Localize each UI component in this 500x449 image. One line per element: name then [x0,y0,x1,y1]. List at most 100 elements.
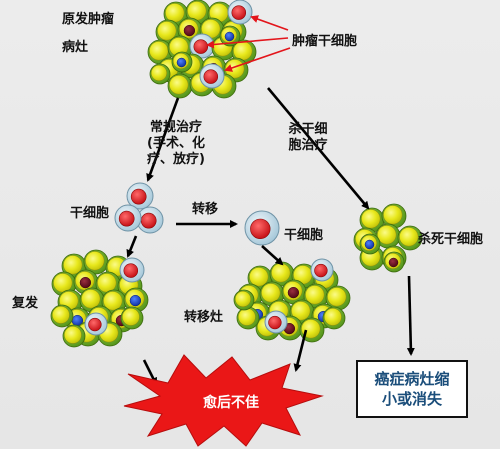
stem-cell-therapy-label: 杀干细 胞治疗 [280,122,336,154]
tumor-cell [236,306,260,330]
pointer-arrow-1 [250,15,289,31]
primary-tumor-label-line1: 原发肿瘤 [62,12,115,27]
stem-cell [114,204,142,232]
cell-cytoplasm [169,75,189,95]
conventional-therapy-line3: 疗、放疗) [147,152,205,167]
tumor-cell [219,25,241,47]
stem-cell-therapy-line1: 杀干细 [288,122,328,137]
cell-cytoplasm [271,263,291,283]
tumor-cell [359,233,381,255]
primary-tumor-cluster [147,0,257,99]
tumor-cell [281,279,307,305]
conventional-therapy-label: 常规治疗 (手术、化 疗、放疗) [128,120,224,168]
stem-cell-nucleus [140,212,157,229]
arrow-to-outcome [406,275,415,356]
metastatic-lesion-label: 转移灶 [184,310,224,325]
blue-nucleus [224,31,235,42]
tumor-cell [397,225,423,251]
cell-cytoplasm [261,283,281,303]
cell-cytoplasm [165,3,185,23]
kill-stem-cell-label: 杀死干细胞 [418,232,484,247]
blue-nucleus [129,294,142,307]
cell-cytoplasm [81,289,101,309]
stem-cell-nucleus [250,218,271,240]
blue-nucleus [176,57,187,68]
cell-cytoplasm [157,21,177,41]
cell-cytoplasm [324,308,342,326]
tumor-cell [171,51,193,73]
cell-cytoplasm [383,205,403,225]
pointer-arrow-3 [224,47,291,72]
tumor-cell [120,306,144,330]
cell-cytoplasm [63,255,83,275]
stem-cell [84,312,108,336]
cell-cytoplasm [187,1,207,21]
stem-cell-left-label: 干细胞 [70,206,110,221]
tumor-stem-cell-label: 肿瘤干细胞 [292,34,358,49]
flow-arrows [126,87,415,386]
stem-cell-nucleus [231,5,247,20]
cell-cytoplasm [122,308,140,326]
cell-cytoplasm [150,64,168,82]
stem-cell-pointer-arrows [206,15,291,72]
stem-cell [244,210,280,246]
stem-cell-nucleus [130,188,147,205]
brown-nucleus [388,257,399,268]
primary-tumor-label: 原发肿瘤 [62,12,114,28]
blue-nucleus [364,239,375,250]
cell-cytoplasm [97,273,117,293]
primary-tumor-label-2: 病灶 [62,40,88,56]
poor-prognosis-label: 愈后不佳 [203,395,259,411]
relapse-label: 复发 [12,296,39,311]
tumor-cell [62,324,86,348]
pointer-arrow-2 [206,37,289,49]
arrow-to-stemcell-therapy [267,87,370,210]
cell-cytoplasm [149,41,169,61]
tumor-cell [50,304,74,328]
cell-cytoplasm [327,287,347,307]
tumor-cell [359,207,385,233]
conventional-therapy-line2: (手术、化 [147,136,205,151]
tumor-cell [381,203,407,229]
tumor-cell [322,306,346,330]
killed-stem-cell-cluster [353,203,423,273]
stem-cells-group [114,182,280,246]
conventional-therapy-line1: 常规治疗 [149,120,202,135]
stem-cell-nucleus [203,69,219,84]
stem-cell-nucleus [123,263,139,278]
tumor-cell [149,63,171,85]
tumor-cell [233,289,255,311]
primary-tumor-label-line2: 病灶 [62,40,89,55]
tumor-cell [383,251,405,273]
cell-cytoplasm [399,227,419,247]
cell-cytoplasm [85,251,105,271]
tumor-cell [167,73,193,99]
metastatic-lesion-cluster [233,258,351,343]
good-outcome-line1: 癌症病灶缩 [374,370,450,388]
tumor-cell [325,285,351,311]
cell-cytoplasm [52,306,70,324]
stem-cell [189,33,215,59]
arrow-to-metastatic-lesion [261,245,284,266]
stem-cell [126,182,154,210]
arrow-lesion-to-poor [293,329,308,372]
cell-cytoplasm [103,291,123,311]
stem-cell-nucleus [193,39,209,54]
cell-cytoplasm [238,308,256,326]
cell-cytoplasm [64,326,82,344]
stem-cell-nucleus [118,210,135,227]
tumor-cell [289,299,315,325]
stem-cell-nucleus [268,315,282,330]
brown-nucleus [183,24,196,37]
arrow-to-relapse [126,235,138,258]
good-outcome-box: 癌症病灶缩 小或消失 [356,360,468,418]
cell-cytoplasm [291,301,311,321]
stem-cell [310,258,334,282]
tumor-cell [303,283,329,309]
cell-cytoplasm [249,267,269,287]
arrow-to-conventional [146,97,180,182]
stem-cell [199,63,225,89]
stem-cell [264,310,288,334]
